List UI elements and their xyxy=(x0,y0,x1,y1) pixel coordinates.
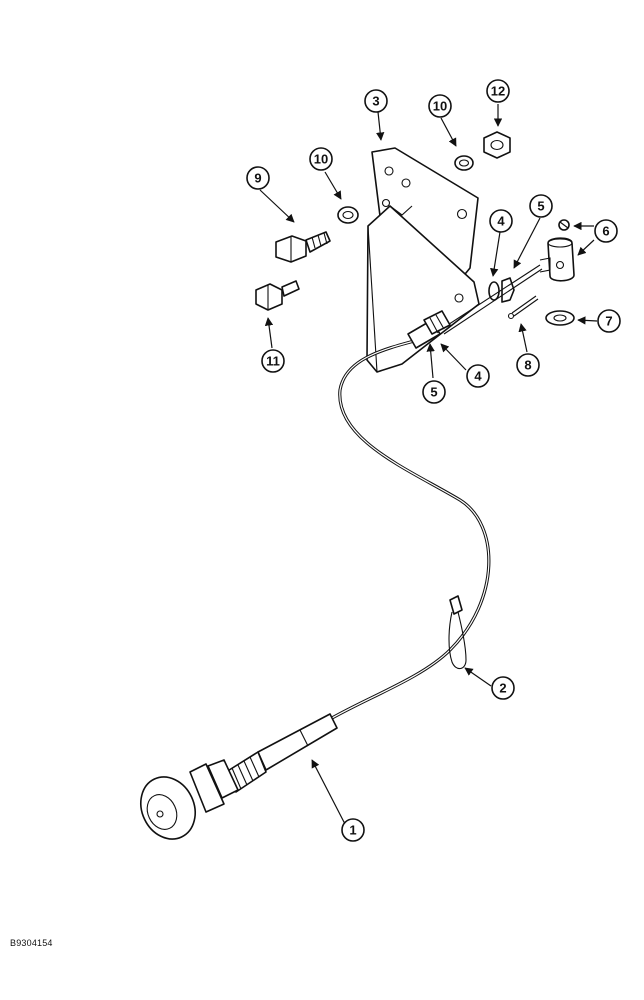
callout-1: 1 xyxy=(341,818,365,842)
svg-text:10: 10 xyxy=(314,152,328,167)
svg-text:12: 12 xyxy=(491,84,505,99)
cable-swivel xyxy=(539,237,575,282)
callout-8: 8 xyxy=(516,353,540,377)
bolt-large xyxy=(275,231,331,263)
svg-text:11: 11 xyxy=(266,354,280,369)
mounting-bracket xyxy=(366,147,480,373)
cotter-pin xyxy=(507,295,539,320)
set-screw xyxy=(558,219,570,231)
drawing-code-label: B9304154 xyxy=(10,938,53,948)
control-knob-assembly xyxy=(140,713,338,840)
svg-text:6: 6 xyxy=(602,224,609,239)
svg-text:2: 2 xyxy=(499,681,506,696)
callout-11: 11 xyxy=(261,349,285,373)
callout-4-upper: 4 xyxy=(489,209,513,233)
svg-text:5: 5 xyxy=(430,385,437,400)
callout-4-lower: 4 xyxy=(466,364,490,388)
callout-7: 7 xyxy=(597,309,621,333)
control-cable xyxy=(318,264,543,727)
lock-washer-left xyxy=(337,206,359,224)
svg-text:4: 4 xyxy=(497,214,505,229)
callout-9: 9 xyxy=(246,166,270,190)
svg-text:10: 10 xyxy=(433,99,447,114)
bolt-small xyxy=(255,280,300,311)
svg-text:7: 7 xyxy=(605,314,612,329)
flat-washer xyxy=(545,310,575,326)
callout-6: 6 xyxy=(594,219,618,243)
callout-12: 12 xyxy=(486,79,510,103)
callout-10-left: 10 xyxy=(309,147,333,171)
svg-text:3: 3 xyxy=(372,94,379,109)
nut xyxy=(483,131,511,159)
callout-5-upper: 5 xyxy=(529,194,553,218)
callout-10-top: 10 xyxy=(428,94,452,118)
callout-2: 2 xyxy=(491,676,515,700)
svg-text:8: 8 xyxy=(524,358,531,373)
svg-text:1: 1 xyxy=(349,823,356,838)
svg-text:4: 4 xyxy=(474,369,482,384)
leader-lines xyxy=(259,104,598,827)
callout-3: 3 xyxy=(364,89,388,113)
svg-text:5: 5 xyxy=(537,199,544,214)
callout-5-lower: 5 xyxy=(422,380,446,404)
lock-washer-top xyxy=(454,155,474,171)
svg-text:9: 9 xyxy=(254,171,261,186)
cable-clip xyxy=(448,595,467,670)
